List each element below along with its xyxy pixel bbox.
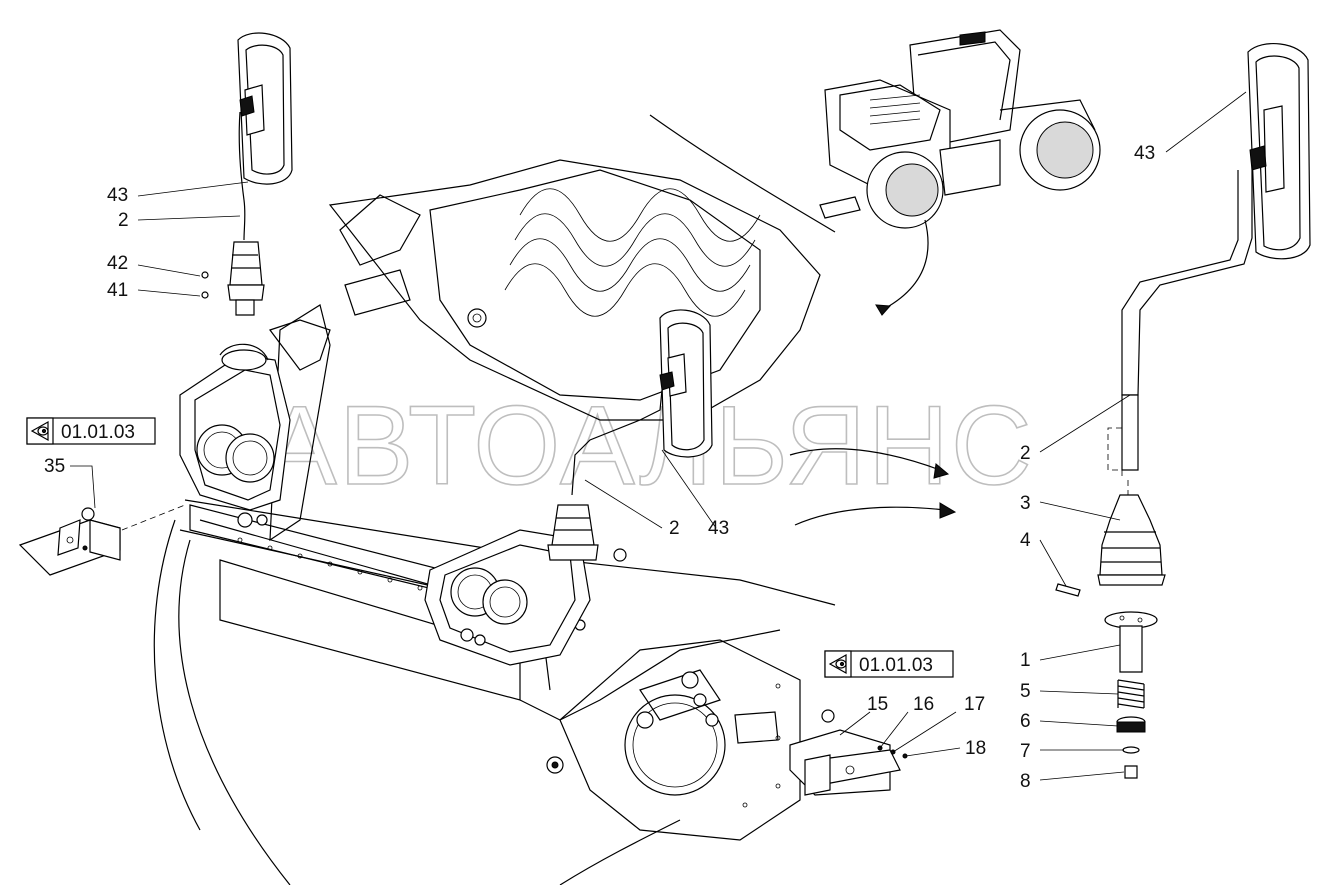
- callout-8: 8: [1020, 771, 1031, 792]
- machine-thumbnail: [819, 29, 1101, 316]
- bracket-15: [789, 709, 908, 796]
- callout-leaders: [70, 91, 1247, 781]
- callout-1: 1: [1020, 650, 1031, 671]
- callout-2-right: 2: [1020, 443, 1031, 464]
- callout-labels: 43 2 42 41 35 2 43 43 2 3 4 1 5 6 7 8 15…: [44, 143, 1155, 792]
- callout-4: 4: [1020, 530, 1031, 551]
- left-mirror-assembly: [201, 32, 293, 316]
- callout-43-center: 43: [708, 518, 729, 539]
- reference-box-left[interactable]: 01.01.03: [26, 417, 156, 445]
- callout-2-center: 2: [669, 518, 680, 539]
- left-light-housing: [179, 319, 331, 528]
- callout-41: 41: [107, 280, 128, 301]
- center-mirror-assembly: [547, 309, 713, 561]
- machine-body: [153, 114, 836, 885]
- view-eye-icon: [828, 653, 847, 675]
- callout-15: 15: [867, 694, 888, 715]
- callout-43-left: 43: [107, 185, 128, 206]
- watermark: АВТОАЛЬЯНС: [262, 383, 1034, 508]
- callout-5: 5: [1020, 681, 1031, 702]
- reference-box-bottom[interactable]: 01.01.03: [824, 650, 954, 678]
- callout-35: 35: [44, 456, 65, 477]
- callout-16: 16: [913, 694, 934, 715]
- callout-42: 42: [107, 253, 128, 274]
- center-light-housing: [424, 529, 591, 666]
- callout-43-right: 43: [1134, 143, 1155, 164]
- reference-code: 01.01.03: [61, 422, 135, 443]
- callout-2-left: 2: [118, 210, 129, 231]
- callout-18: 18: [965, 738, 986, 759]
- rail-holes: [237, 537, 423, 591]
- callout-3: 3: [1020, 493, 1031, 514]
- reference-code: 01.01.03: [859, 655, 933, 676]
- callout-7: 7: [1020, 741, 1031, 762]
- callout-6: 6: [1020, 711, 1031, 732]
- view-eye-icon: [30, 420, 49, 442]
- callout-17: 17: [964, 694, 985, 715]
- bracket-35: [18, 504, 186, 576]
